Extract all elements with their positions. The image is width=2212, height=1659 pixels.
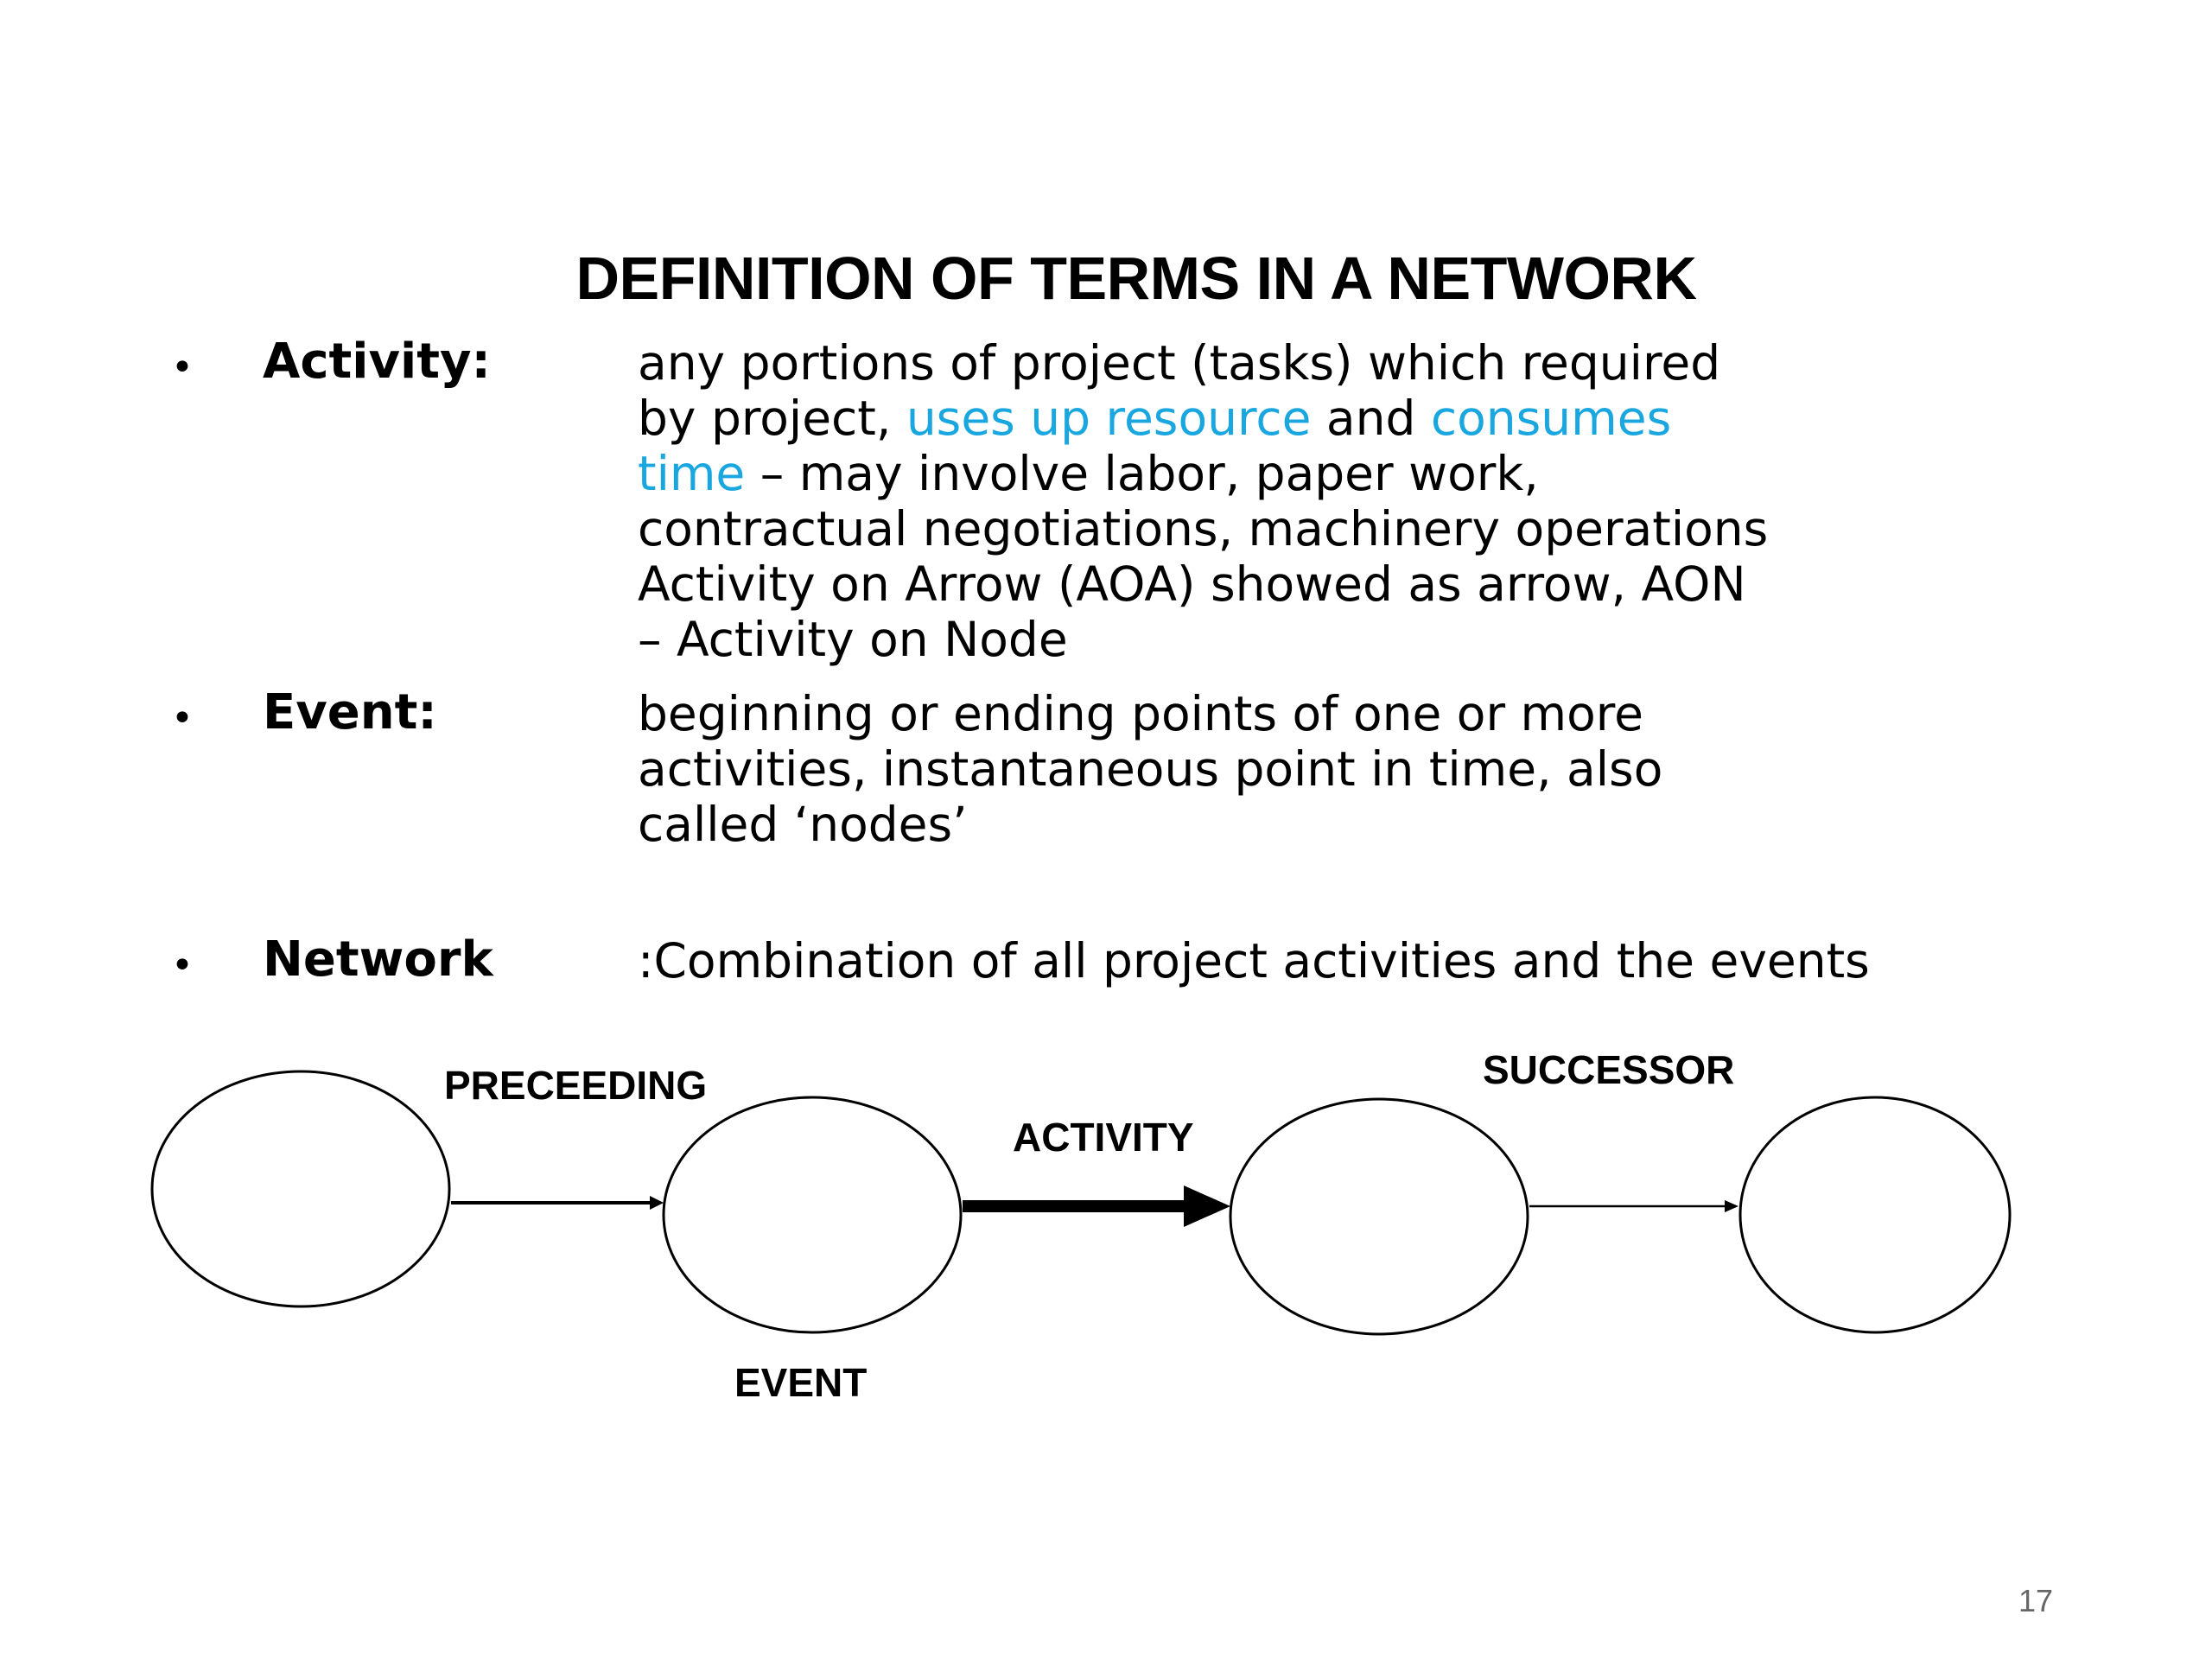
definition-text: beginning or ending points of one or mor… bbox=[638, 686, 1644, 741]
term-network: Network bbox=[263, 931, 493, 988]
definition-network: :Combination of all project activities a… bbox=[638, 933, 1870, 988]
definition-text: called ‘nodes’ bbox=[638, 797, 968, 852]
arrow-activity bbox=[963, 1185, 1230, 1227]
definition-line: contractual negotiations, machinery oper… bbox=[638, 501, 1768, 556]
definition-text: :Combination of all project activities a… bbox=[638, 933, 1870, 988]
node-3 bbox=[1229, 1097, 1529, 1336]
node-2 bbox=[662, 1096, 963, 1334]
definition-text: contractual negotiations, machinery oper… bbox=[638, 501, 1769, 556]
definition-text: by project, bbox=[638, 391, 906, 446]
term-event: Event: bbox=[263, 684, 437, 741]
node-1 bbox=[150, 1070, 451, 1308]
definition-line: by project, uses up resource and consume… bbox=[638, 391, 1768, 446]
definition-line: beginning or ending points of one or mor… bbox=[638, 686, 1662, 741]
definition-line: any portions of project (tasks) which re… bbox=[638, 335, 1768, 391]
bullet-icon: • bbox=[171, 696, 194, 741]
definition-text: activities, instantaneous point in time,… bbox=[638, 741, 1663, 797]
label-preceding: PRECEEDING bbox=[444, 1063, 707, 1108]
definition-text: Activity on Arrow (AOA) showed as arrow,… bbox=[638, 556, 1746, 612]
definition-line: time – may involve labor, paper work, bbox=[638, 446, 1768, 501]
label-event: EVENT bbox=[734, 1360, 867, 1405]
definition-activity: any portions of project (tasks) which re… bbox=[638, 335, 1768, 667]
arrow-preceding bbox=[451, 1196, 664, 1210]
label-successor: SUCCESSOR bbox=[1483, 1047, 1734, 1092]
bullet-icon: • bbox=[171, 346, 194, 390]
node-4 bbox=[1738, 1096, 2012, 1334]
page-number: 17 bbox=[2018, 1583, 2054, 1618]
definition-event: beginning or ending points of one or mor… bbox=[638, 686, 1662, 852]
arrow-successor bbox=[1529, 1200, 1738, 1212]
definition-text: any portions of project (tasks) which re… bbox=[638, 335, 1721, 391]
definition-line: called ‘nodes’ bbox=[638, 797, 1662, 852]
label-activity: ACTIVITY bbox=[1013, 1115, 1194, 1160]
highlighted-text: uses up resource bbox=[906, 391, 1312, 446]
definition-line: – Activity on Node bbox=[638, 612, 1768, 667]
term-activity: Activity: bbox=[263, 334, 491, 390]
highlighted-text: consumes bbox=[1430, 391, 1672, 446]
definition-line: activities, instantaneous point in time,… bbox=[638, 741, 1662, 797]
definition-text: – may involve labor, paper work, bbox=[745, 446, 1539, 501]
bullet-icon: • bbox=[171, 944, 194, 988]
definition-line: :Combination of all project activities a… bbox=[638, 933, 1870, 988]
definition-text: and bbox=[1311, 391, 1431, 446]
highlighted-text: time bbox=[638, 446, 746, 501]
slide-title: DEFINITION OF TERMS IN A NETWORK bbox=[575, 245, 1697, 312]
definition-text: – Activity on Node bbox=[638, 612, 1068, 667]
definition-line: Activity on Arrow (AOA) showed as arrow,… bbox=[638, 556, 1768, 612]
